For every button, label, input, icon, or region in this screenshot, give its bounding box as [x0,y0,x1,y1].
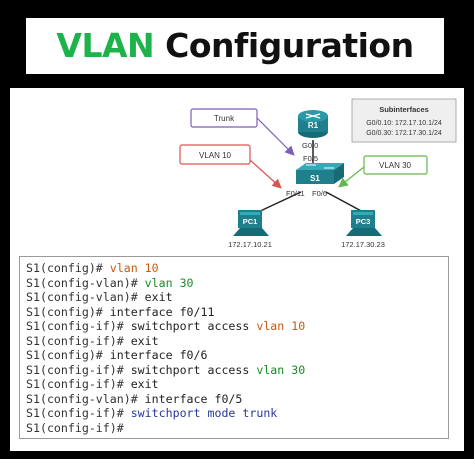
switch-uplink-port-label: F0/5 [303,154,318,163]
subinterface-line-1: G0/0.10: 172.17.10.1/24 [366,120,442,127]
cli-command: switchport access [130,362,257,377]
cli-line: S1(config-if)# switchport access vlan 30 [26,363,442,378]
cli-line: S1(config-if)# switchport access vlan 10 [26,319,442,334]
cli-prompt: S1(config-vlan)# [26,275,145,290]
cli-command: interface f0/5 [144,391,243,406]
vlan10-callout-label: VLAN 10 [199,151,232,160]
switch-right-port-label: F0/6 [312,189,327,198]
pc3-label: PC3 [356,217,371,226]
cli-prompt: S1(config-if)# [26,333,131,348]
cli-line: S1(config-if)# exit [26,377,442,392]
router-icon: R1 [298,110,328,138]
cli-command: exit [144,290,173,304]
pc3-ip: 172.17.30.23 [341,240,385,249]
cli-command: exit [130,377,159,391]
link-switch-pc3 [325,191,366,214]
cli-command-vlan: vlan 30 [256,362,306,377]
cli-prompt: S1(config-if)# [26,420,124,435]
vlan30-callout-label: VLAN 30 [379,161,412,170]
title-banner: VLAN Configuration [26,18,444,74]
pc-icon: PC1 [233,210,269,236]
trunk-callout-label: Trunk [214,114,235,123]
vlan30-callout-arrow [338,166,365,188]
cli-command-vlan: vlan 10 [256,319,306,333]
cli-command: exit [130,333,159,348]
cli-command: vlan 30 [144,275,194,290]
link-switch-pc1 [255,191,302,214]
subinterfaces-title: Subinterfaces [379,105,429,114]
cli-prompt: S1(config)# [26,261,110,275]
switch-icon: S1 [296,163,344,184]
vlan10-callout-arrow [249,159,282,189]
cli-command: vlan 10 [109,261,159,275]
cli-prompt: S1(config-if)# [26,406,131,420]
cli-line: S1(config-vlan)# exit [26,290,442,305]
pc-icon: PC3 [346,210,382,236]
cli-command: interface f0/11 [109,304,215,319]
vlan10-callout [179,144,251,165]
switch-label: S1 [310,174,320,183]
cli-line: S1(config)# interface f0/6 [26,348,442,363]
page-title: VLAN Configuration [26,18,444,74]
cli-line: S1(config-if)# [26,421,442,436]
cli-line: S1(config)# vlan 10 [26,261,442,276]
cli-prompt: S1(config-if)# [26,319,131,333]
cli-prompt: S1(config-if)# [26,377,131,391]
cli-prompt: S1(config-vlan)# [26,290,145,304]
subinterface-line-2: G0/0.30: 172.17.30.1/24 [366,130,442,137]
router-port-label: G0/0 [302,141,318,150]
cli-prompt: S1(config)# [26,348,110,362]
pc1-ip: 172.17.10.21 [228,240,272,249]
title-rest: Configuration [154,26,414,65]
title-accent: VLAN [56,26,155,65]
cli-line: S1(config-if)# exit [26,334,442,349]
cli-line: S1(config)# interface f0/11 [26,305,442,320]
cli-command: switchport access [130,319,257,333]
cli-prompt: S1(config)# [26,304,110,319]
pc1-label: PC1 [243,217,258,226]
switch-left-port-label: F0/11 [286,189,305,198]
cli-command: switchport mode trunk [130,406,278,420]
cli-prompt: S1(config-vlan)# [26,391,145,406]
topology-diagram: R1 G0/0 F0/5 S1 F0/11 F0/6 PC1 172.17.10 [179,98,457,249]
cli-line: S1(config-vlan)# vlan 30 [26,276,442,291]
router-label: R1 [308,121,319,130]
subinterfaces-box [351,98,457,143]
cli-line: S1(config-if)# switchport mode trunk [26,406,442,421]
vlan30-callout [363,155,428,175]
cli-prompt: S1(config-if)# [26,362,131,377]
cli-line: S1(config-vlan)# interface f0/5 [26,392,442,407]
cli-command: interface f0/6 [109,348,208,362]
trunk-callout-arrow [256,117,295,156]
content-panel: R1 G0/0 F0/5 S1 F0/11 F0/6 PC1 172.17.10 [10,88,464,451]
